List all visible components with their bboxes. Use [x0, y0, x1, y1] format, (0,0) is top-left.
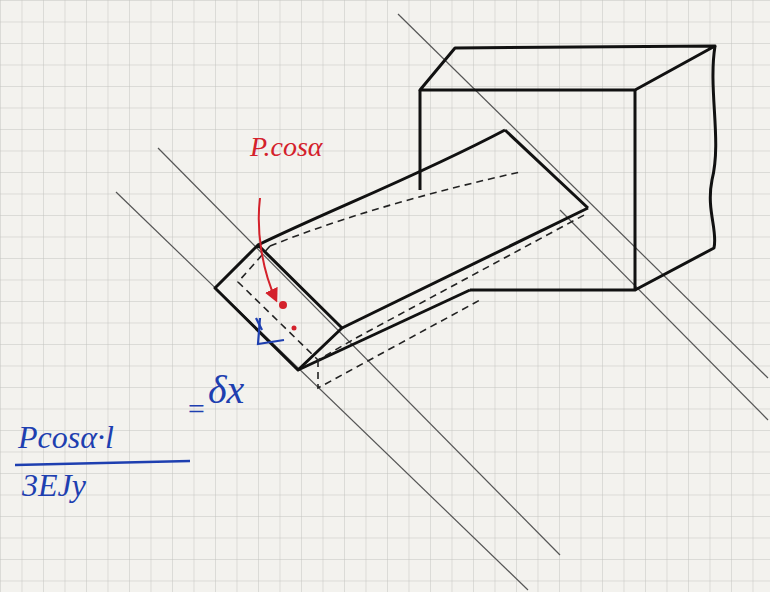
- equals-sign: =: [186, 392, 206, 425]
- formula-denominator: 3EJy: [22, 468, 86, 503]
- fraction-bar: [15, 461, 190, 465]
- force-arrow: [259, 198, 297, 331]
- force-label: P.cosα: [250, 132, 323, 163]
- formula-numerator: Pcosα·l: [18, 420, 114, 455]
- cantilever-beam: [215, 130, 588, 370]
- wall-block: [420, 46, 716, 290]
- deflection-label: δx: [208, 368, 244, 412]
- deflection-mark: [256, 318, 284, 344]
- deflected-beam: [238, 172, 586, 388]
- construction-lines: [116, 14, 768, 590]
